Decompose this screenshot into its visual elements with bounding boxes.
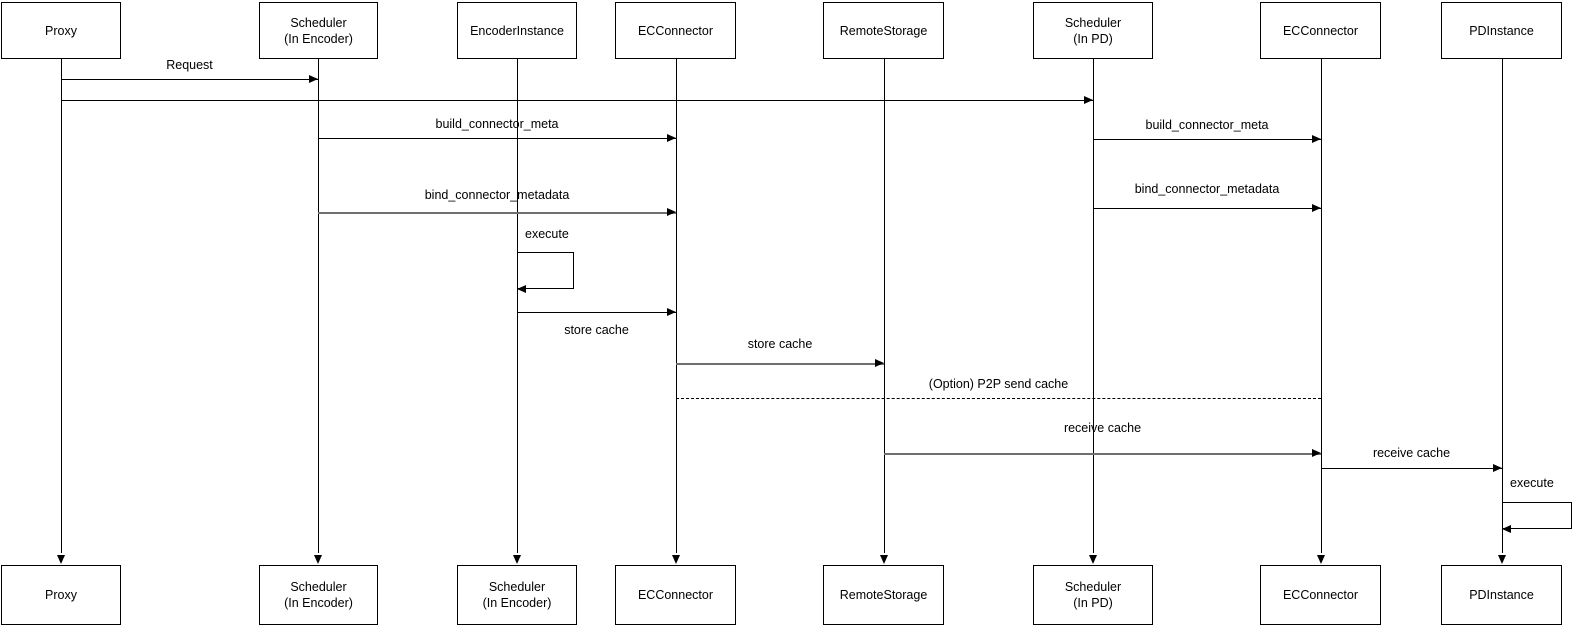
- participant-footer-pd_instance[interactable]: PDInstance: [1441, 565, 1562, 625]
- lifeline-end-arrow-remote_storage: [880, 555, 888, 564]
- participant-header-scheduler_pd[interactable]: Scheduler (In PD): [1033, 2, 1153, 59]
- lifeline-ec_connector_2: [1321, 59, 1322, 553]
- participant-footer-ec_connector_1[interactable]: ECConnector: [615, 565, 736, 625]
- lifeline-end-arrow-scheduler_pd: [1089, 555, 1097, 564]
- message-arrowhead-m10: [1312, 449, 1321, 457]
- message-line-m1: [61, 79, 318, 80]
- message-arrowhead-m8: [875, 359, 884, 367]
- lifeline-end-arrow-ec_connector_1: [672, 555, 680, 564]
- message-line-m2: [61, 100, 1093, 101]
- message-label-m4: build_connector_meta: [1145, 118, 1269, 132]
- lifeline-scheduler_enc: [318, 59, 319, 553]
- lifeline-end-arrow-scheduler_enc: [314, 555, 322, 564]
- lifeline-end-arrow-proxy: [57, 555, 65, 564]
- participant-footer-proxy[interactable]: Proxy: [1, 565, 121, 625]
- message-line-m8: [676, 363, 884, 365]
- message-arrowhead-m2: [1084, 96, 1093, 104]
- self-message-label-s2: execute: [1510, 476, 1554, 490]
- self-message-arrowhead-s1: [517, 285, 526, 293]
- lifeline-remote_storage: [884, 59, 885, 553]
- participant-header-scheduler_enc[interactable]: Scheduler (In Encoder): [259, 2, 378, 59]
- message-label-m5: bind_connector_metadata: [424, 188, 570, 202]
- participant-header-ec_connector_1[interactable]: ECConnector: [615, 2, 736, 59]
- lifeline-end-arrow-pd_instance: [1498, 555, 1506, 564]
- participant-footer-remote_storage[interactable]: RemoteStorage: [823, 565, 944, 625]
- message-label-m8: store cache: [747, 337, 813, 351]
- message-label-m7: store cache: [564, 323, 629, 337]
- participant-footer-scheduler_pd[interactable]: Scheduler (In PD): [1033, 565, 1153, 625]
- lifeline-proxy: [61, 59, 62, 553]
- message-arrowhead-m11: [1493, 464, 1502, 472]
- message-arrowhead-m1: [309, 75, 318, 83]
- message-arrowhead-m7: [667, 308, 676, 316]
- participant-header-encoder_inst[interactable]: EncoderInstance: [457, 2, 577, 59]
- message-label-m6: bind_connector_metadata: [1134, 182, 1280, 196]
- message-line-m9: [676, 398, 1321, 399]
- message-line-m7: [517, 312, 676, 313]
- participant-footer-scheduler_enc[interactable]: Scheduler (In Encoder): [259, 565, 378, 625]
- self-message-loop-s2: [1502, 502, 1572, 529]
- message-arrowhead-m4: [1312, 135, 1321, 143]
- lifeline-end-arrow-encoder_inst: [513, 555, 521, 564]
- lifeline-pd_instance: [1502, 59, 1503, 553]
- message-arrowhead-m3: [667, 134, 676, 142]
- participant-header-remote_storage[interactable]: RemoteStorage: [823, 2, 944, 59]
- message-line-m6: [1093, 208, 1321, 209]
- message-line-m3: [318, 138, 676, 139]
- self-message-arrowhead-s2: [1502, 525, 1511, 533]
- lifeline-ec_connector_1: [676, 59, 677, 553]
- lifeline-scheduler_pd: [1093, 59, 1094, 553]
- participant-header-ec_connector_2[interactable]: ECConnector: [1260, 2, 1381, 59]
- message-line-m11: [1321, 468, 1502, 469]
- self-message-loop-s1: [517, 252, 574, 289]
- message-label-m3: build_connector_meta: [435, 117, 559, 131]
- participant-header-pd_instance[interactable]: PDInstance: [1441, 2, 1562, 59]
- message-label-m11: receive cache: [1372, 446, 1451, 460]
- message-line-m4: [1093, 139, 1321, 140]
- participant-footer-encoder_inst[interactable]: Scheduler (In Encoder): [457, 565, 577, 625]
- message-arrowhead-m6: [1312, 204, 1321, 212]
- message-label-m9: (Option) P2P send cache: [928, 377, 1069, 391]
- participant-footer-ec_connector_2[interactable]: ECConnector: [1260, 565, 1381, 625]
- message-label-m1: Request: [166, 58, 213, 72]
- lifeline-end-arrow-ec_connector_2: [1317, 555, 1325, 564]
- participant-header-proxy[interactable]: Proxy: [1, 2, 121, 59]
- lifeline-encoder_inst: [517, 59, 518, 553]
- message-arrowhead-m5: [667, 208, 676, 216]
- message-line-m5: [318, 212, 676, 214]
- message-label-m10: receive cache: [1063, 421, 1142, 435]
- message-line-m10: [884, 453, 1321, 455]
- self-message-label-s1: execute: [525, 227, 569, 241]
